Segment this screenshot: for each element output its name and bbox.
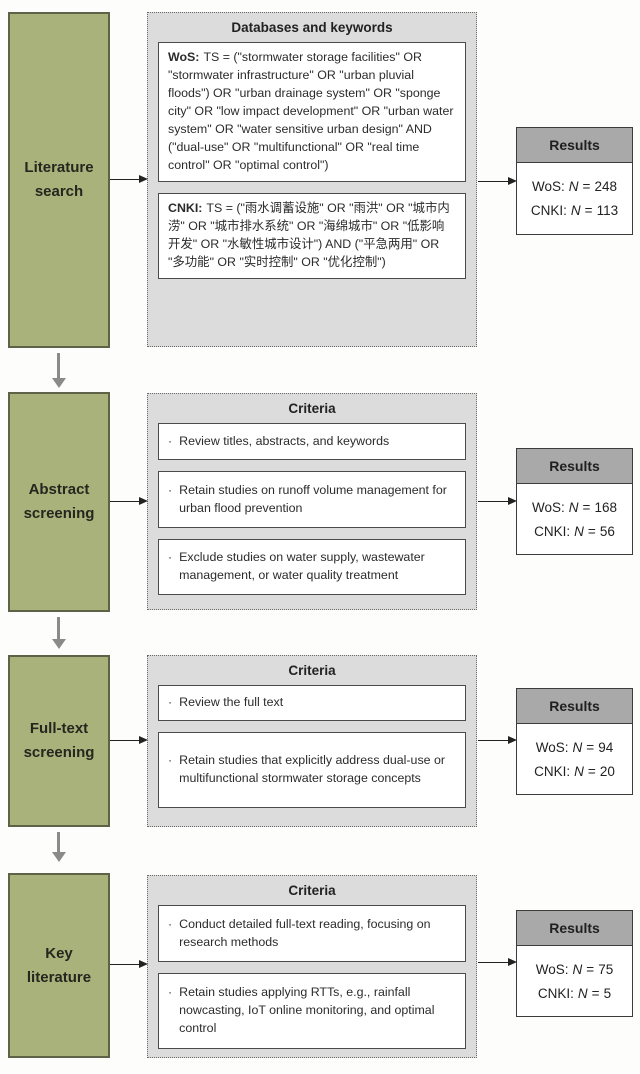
stage-label: Abstract screening bbox=[23, 481, 95, 522]
results-line: WoS:N=94 bbox=[535, 739, 614, 755]
right-arrow-icon bbox=[478, 496, 517, 505]
bullet-icon: · bbox=[168, 482, 173, 497]
results-line: CNKI:N=113 bbox=[530, 203, 619, 218]
query-card-cnki: CNKI:TS = ("雨水调蓄设施" OR "雨洪" OR "城市内涝" OR… bbox=[158, 192, 466, 279]
results-body: WoS:N=248 CNKI:N=113 bbox=[517, 163, 632, 234]
panel-criteria-key-literature: Criteria · Conduct detailed full-text rea… bbox=[147, 875, 477, 1058]
bullet-icon: · bbox=[168, 753, 173, 768]
results-body: WoS:N=94 CNKI:N=20 bbox=[517, 724, 632, 794]
down-arrow-icon bbox=[51, 353, 66, 388]
criteria-text: Review the full text bbox=[179, 695, 284, 709]
panel-title: Databases and keywords bbox=[231, 20, 393, 35]
results-box-2: Results WoS:N=168 CNKI:N=56 bbox=[516, 448, 633, 555]
panel-criteria-full-text: Criteria · Review the full text · Retain s… bbox=[147, 655, 477, 827]
bullet-icon: · bbox=[168, 916, 173, 931]
results-line: WoS:N=168 bbox=[532, 499, 617, 515]
query-text: TS = ("雨水调蓄设施" OR "雨洪" OR "城市内涝" OR "城市排… bbox=[168, 200, 450, 269]
right-arrow-icon bbox=[478, 957, 517, 966]
right-arrow-icon bbox=[110, 735, 148, 744]
stage-box-key-literature: Key literature bbox=[8, 873, 110, 1058]
right-arrow-icon bbox=[110, 496, 148, 505]
stage-label: Key literature bbox=[26, 944, 92, 986]
criteria-card: · Retain studies on runoff volume managem… bbox=[158, 471, 466, 528]
database-label: WoS: bbox=[168, 50, 200, 64]
results-body: WoS:N=75 CNKI:N=5 bbox=[517, 946, 632, 1016]
results-line: WoS:N=75 bbox=[535, 961, 614, 977]
results-title: Results bbox=[517, 689, 632, 724]
stage-box-literature-search: Literature search bbox=[8, 12, 110, 348]
results-box-3: Results WoS:N=94 CNKI:N=20 bbox=[516, 688, 633, 795]
results-title: Results bbox=[517, 128, 632, 163]
bullet-icon: · bbox=[168, 433, 173, 448]
panel-title: Criteria bbox=[288, 883, 336, 898]
right-arrow-icon bbox=[478, 176, 517, 185]
panel-criteria-abstract: Criteria · Review titles, abstracts, and … bbox=[147, 393, 477, 610]
panel-title: Criteria bbox=[288, 401, 336, 416]
criteria-text: Conduct detailed full-text reading, focu… bbox=[179, 916, 431, 949]
criteria-card: · Retain studies applying RTTs, e.g., rai… bbox=[158, 973, 466, 1049]
results-box-1: Results WoS:N=248 CNKI:N=113 bbox=[516, 127, 633, 235]
query-text: TS = ("stormwater storage facilities" OR… bbox=[168, 50, 454, 172]
right-arrow-icon bbox=[110, 174, 148, 183]
criteria-card: · Conduct detailed full-text reading, foc… bbox=[158, 905, 466, 962]
bullet-icon: · bbox=[168, 695, 173, 709]
down-arrow-icon bbox=[51, 832, 66, 862]
query-card-wos: WoS:TS = ("stormwater storage facilities… bbox=[158, 42, 466, 182]
stage-label: Literature search bbox=[24, 159, 94, 200]
stage-box-full-text-screening: Full-text screening bbox=[8, 655, 110, 827]
down-arrow-icon bbox=[51, 617, 66, 649]
results-title: Results bbox=[517, 449, 632, 484]
right-arrow-icon bbox=[110, 959, 148, 968]
stage-label: Full-text screening bbox=[23, 720, 95, 761]
criteria-text: Retain studies that explicitly address d… bbox=[179, 753, 445, 785]
results-box-4: Results WoS:N=75 CNKI:N=5 bbox=[516, 910, 633, 1017]
criteria-card: · Exclude studies on water supply, wastew… bbox=[158, 539, 466, 595]
criteria-text: Review titles, abstracts, and keywords bbox=[179, 433, 390, 448]
panel-title: Criteria bbox=[288, 663, 336, 678]
criteria-text: Retain studies on runoff volume manageme… bbox=[179, 482, 447, 515]
criteria-text: Exclude studies on water supply, wastewa… bbox=[179, 550, 425, 582]
criteria-card: · Review titles, abstracts, and keywords bbox=[158, 423, 466, 460]
panel-databases-and-keywords: Databases and keywords WoS:TS = ("stormw… bbox=[147, 12, 477, 347]
results-body: WoS:N=168 CNKI:N=56 bbox=[517, 484, 632, 554]
results-title: Results bbox=[517, 911, 632, 946]
right-arrow-icon bbox=[478, 735, 517, 744]
results-line: CNKI:N=20 bbox=[534, 763, 615, 779]
results-line: CNKI:N=5 bbox=[537, 985, 612, 1001]
stage-box-abstract-screening: Abstract screening bbox=[8, 392, 110, 612]
bullet-icon: · bbox=[168, 550, 173, 565]
criteria-card: · Retain studies that explicitly address … bbox=[158, 732, 466, 808]
results-line: WoS:N=248 bbox=[532, 179, 617, 194]
criteria-card: · Review the full text bbox=[158, 685, 466, 721]
database-label: CNKI: bbox=[168, 200, 203, 215]
bullet-icon: · bbox=[168, 985, 173, 1000]
results-line: CNKI:N=56 bbox=[534, 523, 615, 539]
criteria-text: Retain studies applying RTTs, e.g., rain… bbox=[179, 985, 435, 1035]
